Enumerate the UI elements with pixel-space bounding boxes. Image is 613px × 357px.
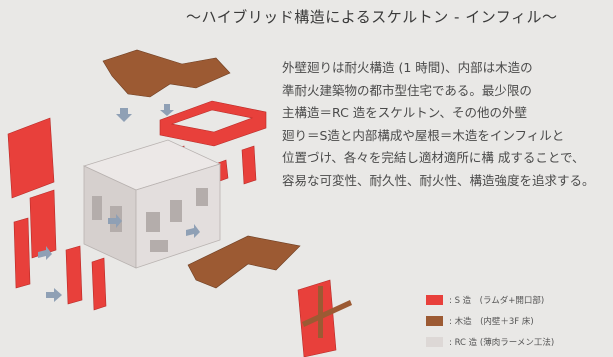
legend-swatch-rc [426,336,443,347]
legend-swatch-wood [426,315,443,326]
legend-item-steel: : S 造 (ラムダ+開口部) [426,289,611,310]
legend-label: : S 造 (ラムダ+開口部) [449,295,545,306]
legend-label: : RC 造 (薄肉ラーメン工法) [449,337,555,348]
page-title: 〜ハイブリッド構造によるスケルトン - インフィル〜 [186,8,558,26]
legend: : S 造 (ラムダ+開口部) : 木造 (内壁＋3F 床) : RC 造 (薄… [426,289,611,352]
steel-wall-left-mid [29,189,57,259]
description-line: 位置づけ、各々を完結し適材適所に構 成することで、 [282,150,585,165]
description-line: 主構造＝RC 造をスケルトン、その他の外壁 [282,105,528,120]
steel-panel-small-d [241,145,257,185]
description-line: 外壁廻りは耐火構造 (1 時間)、内部は木造の [282,60,533,75]
steel-wall-left-top [7,117,55,199]
description-line: 廻り＝S造と内部構成や屋根＝木造をインフィルと [282,127,565,143]
legend-item-wood: : 木造 (内壁＋3F 床) [426,310,611,331]
wood-roof-panels [102,49,301,289]
steel-wall-left-low [13,217,31,289]
assembly-arrows [38,104,200,302]
legend-item-rc: : RC 造 (薄肉ラーメン工法) [426,331,611,352]
wood-roof-panel-top [102,49,231,98]
description-line: 準耐火建築物の都市型住宅である。最少限の [282,82,532,98]
steel-wall-front-a [65,245,83,305]
steel-roof-frame [159,100,267,147]
legend-swatch-steel [426,294,443,305]
steel-wall-front-b [91,257,107,311]
description: 外壁廻りは耐火構造 (1 時間)、内部は木造の 準耐火建築物の都市型住宅である。… [282,57,604,192]
wood-post [302,286,352,338]
wood-floor-panel-right [187,235,301,289]
rc-skeleton [82,139,222,269]
legend-label: : 木造 (内壁＋3F 床) [449,316,534,327]
description-line: 容易な可変性、耐久性、耐火性、構造強度を追求する。 [282,172,595,188]
